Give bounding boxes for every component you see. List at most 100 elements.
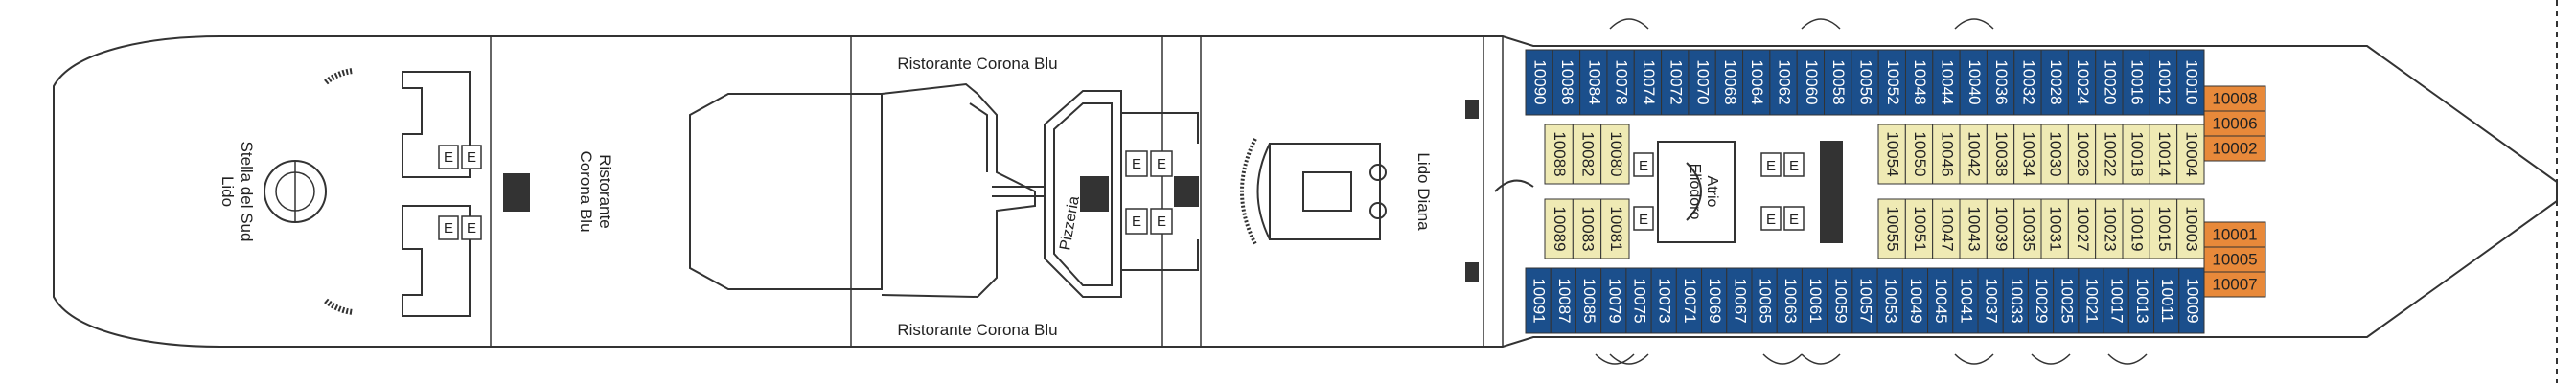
cabin-label-10047: 10047 [1938, 206, 1956, 251]
cabin-10061[interactable] [1801, 267, 1828, 334]
cabin-10071[interactable] [1675, 267, 1703, 334]
cabin-10068[interactable] [1714, 49, 1744, 116]
cabin-10026[interactable] [2067, 124, 2097, 185]
cabin-label-10004: 10004 [2182, 131, 2200, 176]
cabin-10038[interactable] [1986, 124, 2015, 185]
cabin-label-10007: 10007 [2212, 275, 2257, 293]
cabin-10079[interactable] [1600, 267, 1627, 334]
cabin-10009[interactable] [2178, 267, 2205, 334]
svg-text:E: E [1132, 156, 1141, 172]
cabin-10081[interactable] [1600, 198, 1630, 259]
cabin-10087[interactable] [1550, 267, 1576, 334]
cabin-label-10074: 10074 [1640, 59, 1658, 104]
cabin-10022[interactable] [2095, 124, 2124, 185]
cabin-10011[interactable] [2153, 267, 2180, 334]
cabin-10065[interactable] [1751, 267, 1778, 334]
cabin-10050[interactable] [1904, 124, 1934, 185]
cabin-10014[interactable] [2149, 124, 2178, 185]
cabin-10017[interactable] [2103, 267, 2129, 334]
cabin-label-10067: 10067 [1731, 278, 1749, 323]
cabin-10045[interactable] [1927, 267, 1954, 334]
cabin-10001[interactable] [2203, 221, 2266, 248]
cabin-10016[interactable] [2122, 49, 2150, 116]
cabin-10048[interactable] [1904, 49, 1934, 116]
cabin-10041[interactable] [1952, 267, 1979, 334]
cabin-10072[interactable] [1661, 49, 1690, 116]
aft-elevator-lobby [402, 71, 530, 317]
cabin-label-10002: 10002 [2212, 139, 2257, 157]
cabin-label-10001: 10001 [2212, 225, 2257, 243]
cabin-10005[interactable] [2203, 246, 2266, 273]
cabin-label-10051: 10051 [1911, 206, 1929, 251]
cabin-10002[interactable] [2203, 135, 2266, 162]
buffet-area [689, 82, 1045, 299]
cabin-label-10084: 10084 [1585, 59, 1603, 104]
cabin-10062[interactable] [1769, 49, 1798, 116]
cabin-label-10022: 10022 [2101, 131, 2119, 176]
cabin-10018[interactable] [2122, 124, 2150, 185]
cabin-10004[interactable] [2176, 124, 2205, 185]
elevators-forward: E E E E E E [1633, 152, 1805, 231]
svg-text:E: E [1157, 156, 1166, 172]
cabin-10032[interactable] [2013, 49, 2042, 116]
cabin-10082[interactable] [1572, 124, 1602, 185]
cabin-10035[interactable] [2013, 198, 2042, 259]
cabin-10047[interactable] [1932, 198, 1961, 259]
cabin-10052[interactable] [1877, 49, 1906, 116]
cabin-10027[interactable] [2067, 198, 2097, 259]
cabin-label-10016: 10016 [2128, 59, 2147, 104]
cabin-10080[interactable] [1600, 124, 1630, 185]
cabin-10088[interactable] [1544, 124, 1574, 185]
lido-stella-label-1: Lido [218, 176, 237, 207]
cabin-label-10003: 10003 [2182, 206, 2200, 251]
cabin-10008[interactable] [2203, 85, 2266, 112]
cabin-10010[interactable] [2176, 49, 2205, 116]
cabin-10028[interactable] [2040, 49, 2069, 116]
cabin-10086[interactable] [1552, 49, 1581, 116]
cabin-10051[interactable] [1904, 198, 1934, 259]
cabin-label-10017: 10017 [2108, 278, 2127, 323]
cabin-10023[interactable] [2095, 198, 2124, 259]
cabin-10003[interactable] [2176, 198, 2205, 259]
cabin-10037[interactable] [1977, 267, 2004, 334]
svg-text:E: E [1789, 158, 1799, 174]
cabin-10056[interactable] [1851, 49, 1879, 116]
cabin-10044[interactable] [1932, 49, 1961, 116]
cabin-10063[interactable] [1776, 267, 1803, 334]
cabin-10053[interactable] [1876, 267, 1903, 334]
cabin-label-10073: 10073 [1656, 278, 1674, 323]
cabin-label-10063: 10063 [1782, 278, 1800, 323]
cabin-10030[interactable] [2040, 124, 2069, 185]
cabin-label-10087: 10087 [1555, 278, 1574, 323]
cabin-10024[interactable] [2067, 49, 2097, 116]
cabin-label-10018: 10018 [2128, 131, 2147, 176]
cabin-10059[interactable] [1827, 267, 1853, 334]
cabin-10007[interactable] [2203, 271, 2266, 298]
cabin-10073[interactable] [1650, 267, 1677, 334]
cabin-label-10042: 10042 [1966, 131, 1984, 176]
svg-text:E: E [1766, 158, 1776, 174]
atrio-label-1: Atrio [1704, 176, 1720, 208]
svg-text:E: E [467, 220, 476, 237]
cabin-10091[interactable] [1525, 267, 1552, 334]
cabin-label-10046: 10046 [1938, 131, 1956, 176]
cabin-label-10037: 10037 [1983, 278, 2001, 323]
cabin-10043[interactable] [1959, 198, 1988, 259]
cabin-10034[interactable] [2013, 124, 2042, 185]
cabin-10090[interactable] [1525, 49, 1553, 116]
cabin-10054[interactable] [1877, 124, 1906, 185]
cabin-10021[interactable] [2078, 267, 2104, 334]
atrio-label-2: Eliodoro [1687, 164, 1703, 220]
cabin-10015[interactable] [2149, 198, 2178, 259]
cabin-10060[interactable] [1796, 49, 1826, 116]
cabin-10085[interactable] [1575, 267, 1602, 334]
cabin-10074[interactable] [1633, 49, 1663, 116]
cabin-10019[interactable] [2122, 198, 2150, 259]
cabin-10070[interactable] [1688, 49, 1716, 116]
cabin-10049[interactable] [1901, 267, 1929, 334]
cabin-10042[interactable] [1959, 124, 1988, 185]
cabin-10075[interactable] [1625, 267, 1652, 334]
cabin-10033[interactable] [2002, 267, 2029, 334]
